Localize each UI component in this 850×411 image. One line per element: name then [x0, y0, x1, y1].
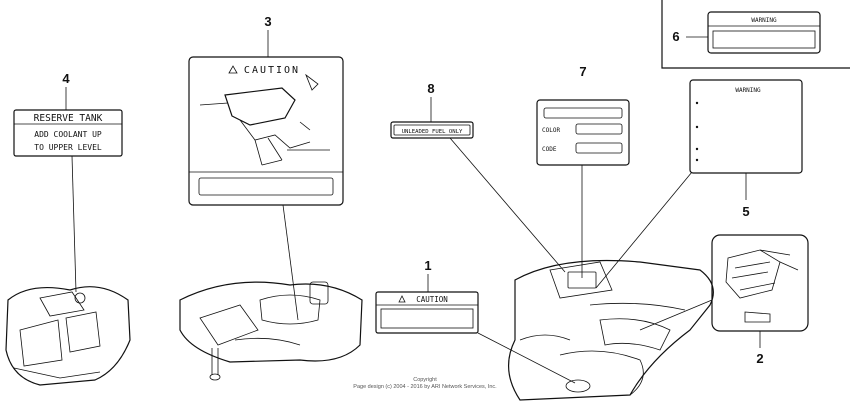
- callout-5: 5: [742, 204, 749, 219]
- callout-2: 2: [756, 351, 763, 366]
- caution-large-title: CAUTION: [244, 65, 300, 76]
- label-caution-small[interactable]: CAUTION: [375, 291, 479, 334]
- warning-triangle-icon: [228, 65, 238, 74]
- code-label: CODE: [542, 146, 557, 153]
- label-warning-large[interactable]: WARNING: [689, 79, 803, 174]
- caution-triangle-icon: [398, 295, 406, 303]
- callout-3: 3: [264, 14, 271, 29]
- warning-top-title: WARNING: [751, 17, 777, 24]
- label-unleaded-fuel[interactable]: UNLEADED FUEL ONLY: [390, 121, 474, 139]
- engine-illustration-left: [5, 286, 131, 386]
- engine-illustration-center: [179, 281, 363, 381]
- callout-1: 1: [424, 258, 431, 273]
- color-label: COLOR: [542, 127, 560, 134]
- label-reserve-tank[interactable]: RESERVE TANK ADD COOLANT UP TO UPPER LEV…: [13, 109, 123, 157]
- copyright-line1: Copyright: [413, 377, 437, 383]
- callout-6: 6: [672, 29, 679, 44]
- reserve-tank-title: RESERVE TANK: [34, 113, 103, 124]
- reserve-tank-line2: TO UPPER LEVEL: [34, 143, 102, 152]
- vehicle-interior-illustration: [507, 259, 714, 401]
- warning-large-title: WARNING: [735, 87, 761, 94]
- caution-small-title: CAUTION: [416, 295, 448, 304]
- callout-7: 7: [579, 64, 586, 79]
- inset-frame: [661, 0, 850, 69]
- callout-4: 4: [62, 71, 70, 86]
- label-warning-top[interactable]: WARNING: [707, 11, 821, 54]
- label-component-decal[interactable]: [711, 234, 809, 332]
- reserve-tank-line1: ADD COOLANT UP: [34, 130, 102, 139]
- unleaded-text: UNLEADED FUEL ONLY: [402, 129, 463, 135]
- label-caution-large[interactable]: CAUTION: [188, 56, 344, 206]
- callout-8: 8: [427, 81, 434, 96]
- copyright-line2: Page design (c) 2004 - 2016 by ARI Netwo…: [353, 384, 497, 390]
- label-color-code[interactable]: COLOR CODE: [536, 99, 630, 166]
